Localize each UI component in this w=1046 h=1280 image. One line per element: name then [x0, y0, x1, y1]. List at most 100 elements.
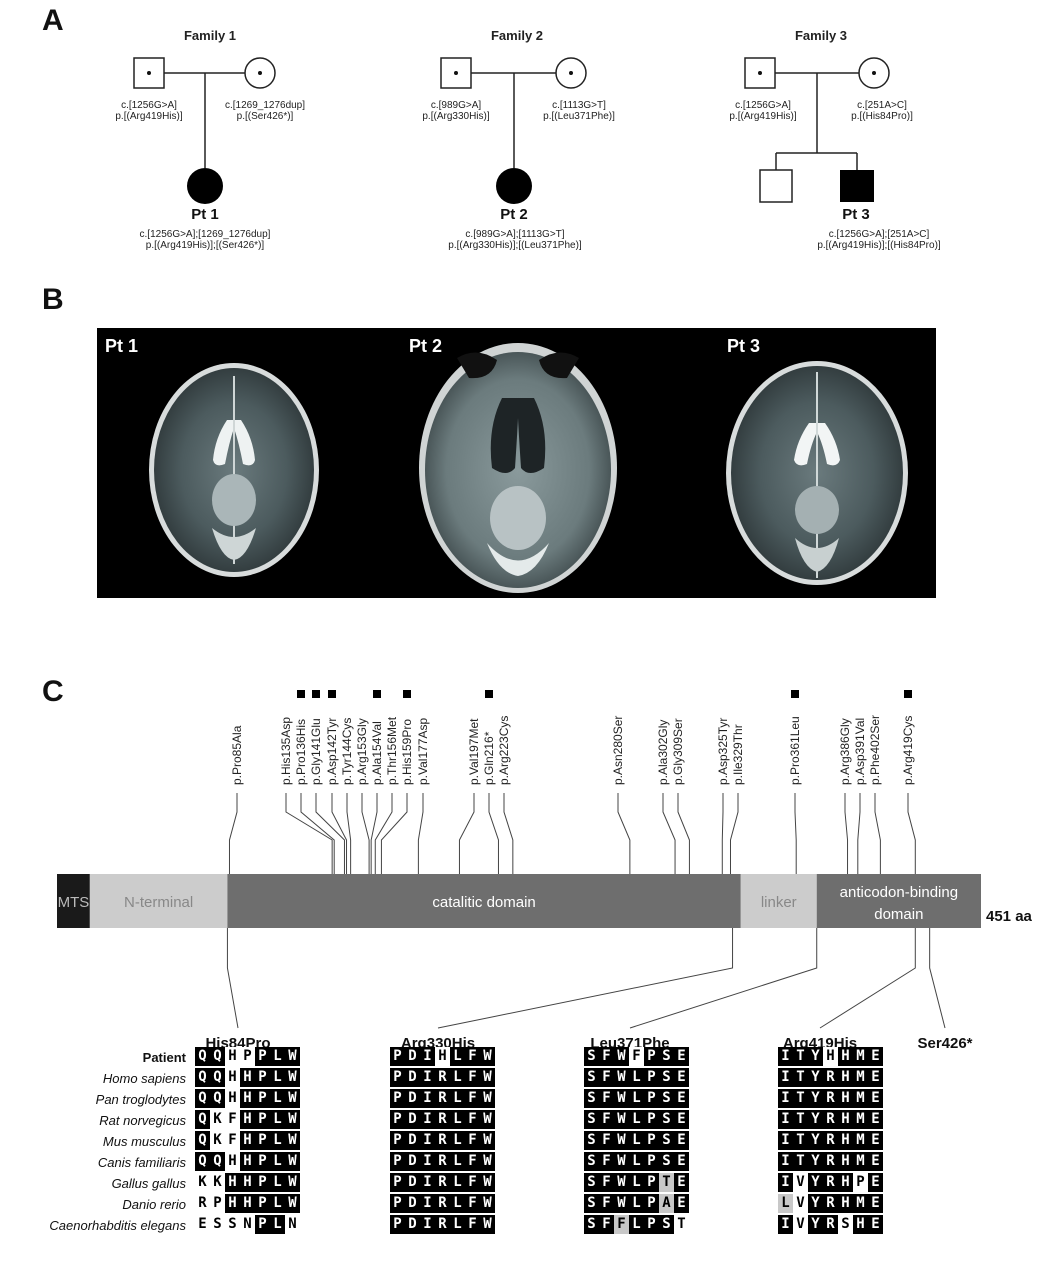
residue: F	[465, 1194, 480, 1213]
patient-variant-family-3: c.[1256G>A];[251A>C]p.[(Arg419His)];[(Hi…	[817, 229, 941, 251]
residue: S	[659, 1047, 674, 1066]
residue: D	[405, 1047, 420, 1066]
residue: T	[793, 1068, 808, 1087]
residue: F	[465, 1068, 480, 1087]
residue: I	[420, 1194, 435, 1213]
residue: H	[853, 1215, 868, 1234]
residue: F	[599, 1089, 614, 1108]
residue: Y	[808, 1047, 823, 1066]
patient-mutation-connector	[629, 928, 818, 1029]
residue: F	[465, 1215, 480, 1234]
variant-connector	[857, 793, 861, 874]
residue: S	[659, 1110, 674, 1129]
residue: P	[390, 1047, 405, 1066]
residue: L	[270, 1047, 285, 1066]
residue: S	[584, 1173, 599, 1192]
residue: W	[614, 1173, 629, 1192]
residue: L	[270, 1131, 285, 1150]
residue: P	[390, 1068, 405, 1087]
residue: E	[674, 1131, 689, 1150]
residue: V	[793, 1215, 808, 1234]
residue: P	[644, 1068, 659, 1087]
family-title: Family 1	[183, 28, 237, 43]
species-label: Rat norvegicus	[99, 1113, 186, 1128]
patient-label-family-3: Pt 3	[842, 206, 870, 223]
residue: H	[838, 1194, 853, 1213]
residue: E	[674, 1047, 689, 1066]
residue: L	[629, 1152, 644, 1171]
residue: F	[599, 1194, 614, 1213]
residue: H	[240, 1173, 255, 1192]
residue: L	[629, 1110, 644, 1129]
residue: L	[629, 1068, 644, 1087]
residue: H	[225, 1047, 240, 1066]
residue: Y	[808, 1068, 823, 1087]
residue: R	[823, 1152, 838, 1171]
residue: W	[614, 1194, 629, 1213]
residue: H	[240, 1110, 255, 1129]
residue: L	[450, 1131, 465, 1150]
domain-label: N-terminal	[124, 894, 193, 911]
residue: P	[853, 1173, 868, 1192]
residue: D	[405, 1131, 420, 1150]
residue: T	[793, 1131, 808, 1150]
mri-label-pt-2: Pt 2	[409, 336, 443, 356]
residue: L	[629, 1131, 644, 1150]
residue: S	[659, 1089, 674, 1108]
residue: P	[390, 1089, 405, 1108]
residue: W	[285, 1068, 300, 1087]
residue: I	[778, 1173, 793, 1192]
residue: H	[225, 1194, 240, 1213]
residue: F	[599, 1110, 614, 1129]
residue: W	[480, 1194, 495, 1213]
variant-connector	[794, 793, 797, 874]
residue: R	[435, 1215, 450, 1234]
residue: W	[285, 1194, 300, 1213]
variant-label: p.Thr156Met	[385, 716, 399, 785]
family-title: Family 2	[490, 28, 544, 43]
residue: L	[629, 1215, 644, 1234]
residue: Q	[195, 1068, 210, 1087]
domain-label: domain	[874, 906, 923, 923]
residue: F	[599, 1068, 614, 1087]
residue: I	[778, 1215, 793, 1234]
variant-label: p.His159Pro	[400, 719, 414, 785]
residue: W	[480, 1089, 495, 1108]
residue: F	[465, 1110, 480, 1129]
residue: D	[405, 1068, 420, 1087]
residue: L	[450, 1152, 465, 1171]
residue: W	[480, 1047, 495, 1066]
variant-label: p.Val197Met	[467, 718, 481, 785]
domain-label: linker	[761, 894, 797, 911]
residue: I	[420, 1215, 435, 1234]
residue: H	[225, 1068, 240, 1087]
residue: P	[390, 1194, 405, 1213]
mri-images	[149, 343, 908, 593]
residue: T	[793, 1152, 808, 1171]
residue: P	[255, 1215, 270, 1234]
pathogenic-marker	[328, 690, 336, 698]
pathogenic-marker	[312, 690, 320, 698]
residue: Q	[195, 1089, 210, 1108]
residue: W	[285, 1047, 300, 1066]
residue: L	[270, 1068, 285, 1087]
residue: E	[868, 1089, 883, 1108]
domain-label: anticodon-binding	[840, 884, 958, 901]
residue: M	[853, 1110, 868, 1129]
sibling-symbol-family-3	[759, 169, 793, 203]
residue: R	[435, 1110, 450, 1129]
residue: R	[435, 1131, 450, 1150]
residue: D	[405, 1152, 420, 1171]
variant-connector	[417, 793, 424, 874]
residue: Q	[210, 1047, 225, 1066]
residue: P	[644, 1089, 659, 1108]
residue: H	[838, 1131, 853, 1150]
residue: T	[793, 1089, 808, 1108]
